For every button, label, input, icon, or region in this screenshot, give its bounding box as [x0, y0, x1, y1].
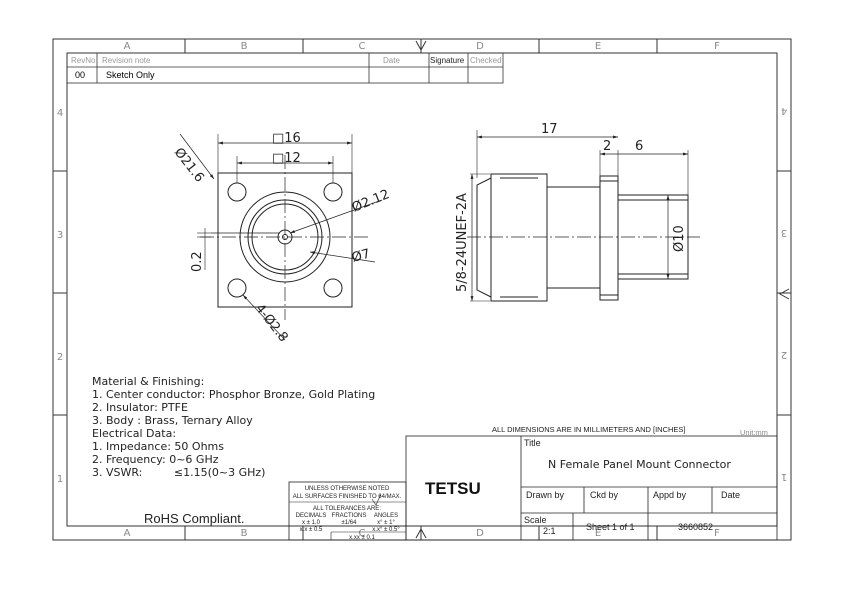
col-label-b-top: B: [241, 41, 248, 52]
drawing-title: N Female Panel Mount Connector: [548, 458, 731, 471]
dim-thread: 5/8-24UNEF-2A: [455, 193, 470, 292]
tol-decimal-1: x ± 1.0: [302, 520, 321, 526]
notes-line-7: 2. Frequency: 0~6 GHz: [92, 453, 219, 466]
date-header: Date: [383, 56, 400, 65]
dim-holes: 4-Ø2.8: [252, 301, 291, 345]
notes-line-8: 3. VSWR: ≤1.15(0~3 GHz): [92, 466, 265, 479]
notes-line-4: 3. Body : Brass, Ternary Alloy: [92, 414, 253, 427]
tol-header-fractions: FRACTIONS: [332, 513, 367, 519]
center-mark-bottom: [415, 527, 427, 539]
center-mark-top: [415, 40, 427, 52]
col-label-f-bottom: F: [714, 528, 720, 539]
date-label: Date: [721, 490, 740, 500]
dim-rear-length: 6: [635, 139, 643, 154]
checked-header: Checked: [470, 56, 502, 65]
row-label-4-right: 4: [781, 105, 787, 116]
col-label-d-bottom: D: [476, 528, 484, 539]
col-label-f-top: F: [714, 41, 720, 52]
material-notes: Material & Finishing: 1. Center conducto…: [92, 375, 375, 479]
notes-line-5: Electrical Data:: [92, 427, 176, 440]
tol-line-2: ALL SURFACES FINISHED TO 64/MAX.: [293, 494, 402, 500]
dim-total-length: 17: [541, 122, 558, 137]
signature-header: Signature: [430, 56, 465, 65]
sheet-label: Sheet 1 of 1: [586, 522, 635, 532]
title-label: Title: [524, 438, 541, 448]
dim-flange-thickness: 2: [603, 139, 611, 154]
row-label-1-left: 1: [57, 474, 63, 485]
row-label-2-left: 2: [57, 352, 63, 363]
tolerance-block: UNLESS OTHERWISE NOTED ALL SURFACES FINI…: [293, 486, 402, 541]
dim-offset: 0.2: [190, 251, 205, 272]
row-label-3-right: 3: [781, 227, 787, 238]
dim-square-outer: □16: [272, 131, 301, 146]
company-logo: TETSU: [425, 479, 481, 498]
center-mark-right: [778, 288, 790, 300]
scale-value: 2:1: [543, 526, 556, 536]
dim-dielectric-dia: Ø7: [350, 247, 372, 266]
tol-header-decimals: DECIMALS: [296, 513, 327, 519]
dims-note: ALL DIMENSIONS ARE IN MILLIMETERS AND [I…: [492, 425, 686, 434]
col-label-e-bottom: E: [595, 528, 601, 539]
col-label-d-top: D: [476, 41, 484, 52]
note-value: Sketch Only: [106, 70, 155, 80]
drawn-by-label: Drawn by: [526, 490, 565, 500]
notes-line-6: 1. Impedance: 50 Ohms: [92, 440, 224, 453]
col-label-c-top: C: [359, 41, 366, 52]
tol-line-3: ALL TOLERANCES ARE:: [313, 506, 381, 512]
tol-angle-2: x.x° ± 0.5°: [372, 527, 400, 533]
title-block: [288, 435, 778, 541]
side-view: [467, 130, 700, 302]
col-label-e-top: E: [595, 41, 601, 52]
tol-header-angles: ANGLES: [374, 513, 398, 519]
tol-decimal-2: x.x ± 0.5: [300, 527, 323, 533]
row-label-1-right: 1: [781, 471, 787, 482]
dim-rear-dia: Ø10: [672, 225, 687, 252]
notes-line-1: Material & Finishing:: [92, 375, 204, 388]
tol-line-1: UNLESS OTHERWISE NOTED: [305, 486, 390, 492]
document-number: 3660852: [678, 522, 713, 532]
side-view-dimensions: 17 2 6 Ø10 5/8-24UNEF-2A: [455, 122, 687, 292]
rev-value: 00: [75, 70, 85, 80]
col-label-a-bottom: A: [124, 528, 131, 539]
unit-label: Unit:mm: [740, 428, 768, 437]
col-label-c-bottom: C: [359, 528, 366, 539]
appd-by-label: Appd by: [653, 490, 687, 500]
row-label-3-left: 3: [57, 230, 63, 241]
scale-label: Scale: [524, 515, 547, 525]
front-view-dimensions: □16 □12 Ø21.6 Ø2.12 Ø7 0.2 4-Ø2.8: [171, 131, 392, 345]
row-label-4-left: 4: [57, 108, 63, 119]
dim-outer-dia: Ø21.6: [171, 145, 207, 185]
rev-header: RevNo: [71, 56, 96, 65]
rohs-label: RoHS Compliant.: [144, 511, 244, 526]
tol-fraction: ±1/64: [342, 520, 358, 526]
revision-table: RevNo Revision note Date Signature Check…: [66, 52, 504, 84]
front-view: [179, 133, 383, 341]
tolerance-dividers: [289, 493, 406, 540]
frame-labels: A B C D E F A B C D E F 4 3 2 1 4 3 2 1: [57, 41, 787, 539]
ckd-by-label: Ckd by: [590, 490, 619, 500]
notes-line-3: 2. Insulator: PTFE: [92, 401, 188, 414]
col-label-b-bottom: B: [241, 528, 248, 539]
tol-angle-1: x° ± 1°: [377, 520, 395, 526]
notes-line-2: 1. Center conductor: Phosphor Bronze, Go…: [92, 388, 375, 401]
dim-square-inner: □12: [272, 151, 301, 166]
dim-center-dia: Ø2.12: [350, 187, 392, 216]
row-label-2-right: 2: [781, 349, 787, 360]
col-label-a-top: A: [124, 41, 131, 52]
tol-decimal-3: x.xx ± 0.1: [349, 535, 375, 541]
note-header: Revision note: [102, 56, 151, 65]
